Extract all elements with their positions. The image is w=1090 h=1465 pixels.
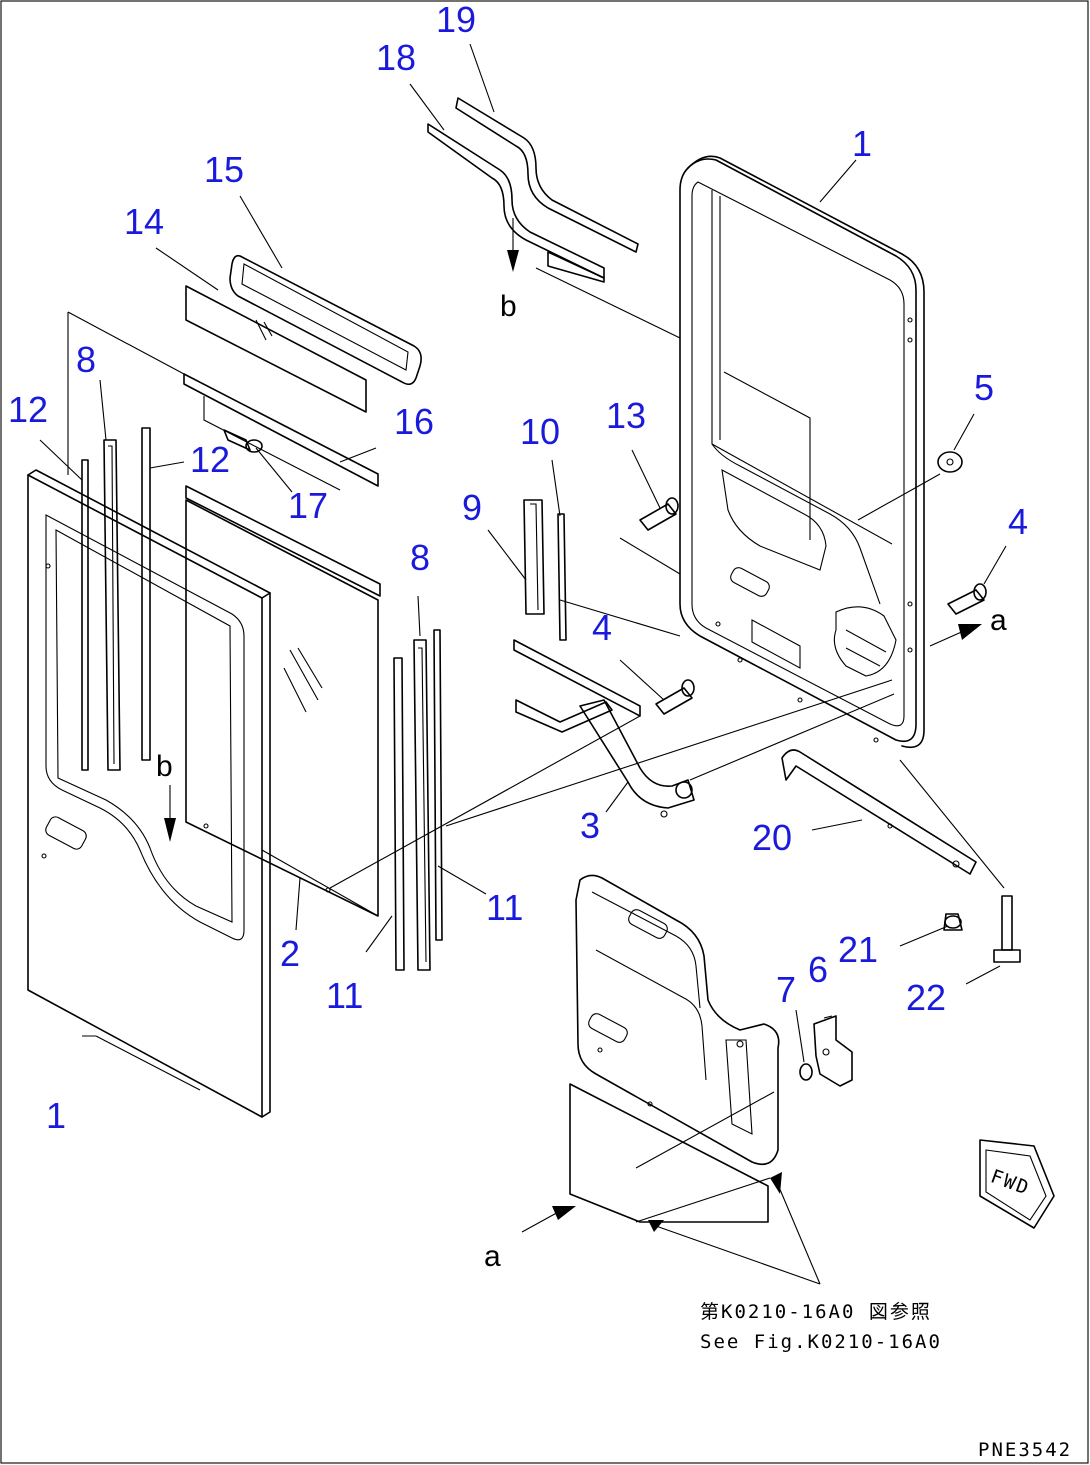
callout-8-right: 8 (410, 537, 430, 578)
callout-14: 14 (124, 201, 164, 242)
frame-link-line (535, 267, 681, 339)
callout-3: 3 (580, 805, 600, 846)
callout-11-right: 11 (486, 887, 523, 928)
callout-18: 18 (376, 37, 416, 78)
callout-1-top: 1 (852, 123, 872, 164)
callout-19: 19 (436, 0, 476, 40)
callout-8-left: 8 (76, 339, 96, 380)
reference-note-jp: 第K0210-16A0 図参照 (700, 1301, 932, 1323)
fastener-4-right (947, 583, 987, 615)
callout-21: 21 (838, 929, 878, 970)
callout-16: 16 (394, 401, 434, 442)
cover-plate (569, 1083, 769, 1223)
bolt-22 (993, 895, 1021, 963)
bolt-17 (223, 429, 263, 453)
callout-10: 10 (520, 411, 560, 452)
view-letter-a-bottom: a (484, 1240, 501, 1273)
fwd-direction-badge: FWD (979, 1139, 1055, 1229)
upper-window-glass (185, 285, 367, 413)
callout-7: 7 (776, 969, 796, 1010)
channel-10 (557, 513, 567, 641)
door-hinge-3 (513, 639, 695, 818)
view-letter-b-door: b (156, 750, 173, 783)
rubber-strip-18 (427, 123, 605, 283)
callout-1-bottom: 1 (46, 1095, 66, 1136)
view-letter-b-top: b (500, 290, 517, 323)
callout-6: 6 (808, 949, 828, 990)
inner-trim-panel (575, 874, 780, 1166)
callout-15: 15 (204, 149, 244, 190)
door-panel-left (27, 469, 271, 1118)
callout-12-left: 12 (8, 389, 48, 430)
callout-4-mid: 4 (592, 607, 612, 648)
callout-11-left: 11 (326, 975, 363, 1016)
callout-20: 20 (752, 817, 792, 858)
bottom-strip-20 (781, 749, 977, 875)
rubber-strip-19 (455, 97, 639, 253)
arrow-a-top (929, 629, 967, 647)
window-channel (183, 373, 379, 491)
callout-9: 9 (462, 487, 482, 528)
clip-21 (943, 913, 963, 931)
window-frame-seal (229, 254, 422, 386)
callout-12-mid: 12 (190, 439, 230, 480)
sheet-line (67, 311, 185, 375)
door-glass (185, 485, 381, 917)
door-frame-right (679, 155, 925, 749)
callout-13: 13 (606, 395, 646, 436)
seal-strips-left (81, 427, 151, 771)
seal-strips-right (393, 629, 443, 971)
bracket-6 (813, 1015, 853, 1087)
channel-9 (523, 499, 545, 615)
fastener-13 (639, 497, 679, 531)
fwd-label: FWD (988, 1165, 1033, 1199)
washer-5 (937, 451, 963, 473)
callout-4-right: 4 (1008, 501, 1028, 542)
nut-7 (799, 1063, 813, 1081)
callout-5: 5 (974, 367, 994, 408)
reference-note-en: See Fig.K0210-16A0 (700, 1331, 942, 1353)
callout-leaders (39, 43, 1007, 1091)
callout-22: 22 (906, 977, 946, 1018)
ref-arrow-lines (655, 1179, 821, 1285)
callout-17: 17 (288, 485, 328, 526)
callout-numbers: 1 1 2 3 4 4 5 6 7 8 8 9 10 11 11 12 12 1… (8, 0, 1028, 1136)
fastener-4-mid (655, 679, 695, 715)
drawing-code: PNE3542 (978, 1439, 1072, 1461)
view-letter-a-top: a (990, 604, 1007, 637)
callout-2: 2 (280, 933, 300, 974)
assembly-lines (329, 473, 1005, 1223)
